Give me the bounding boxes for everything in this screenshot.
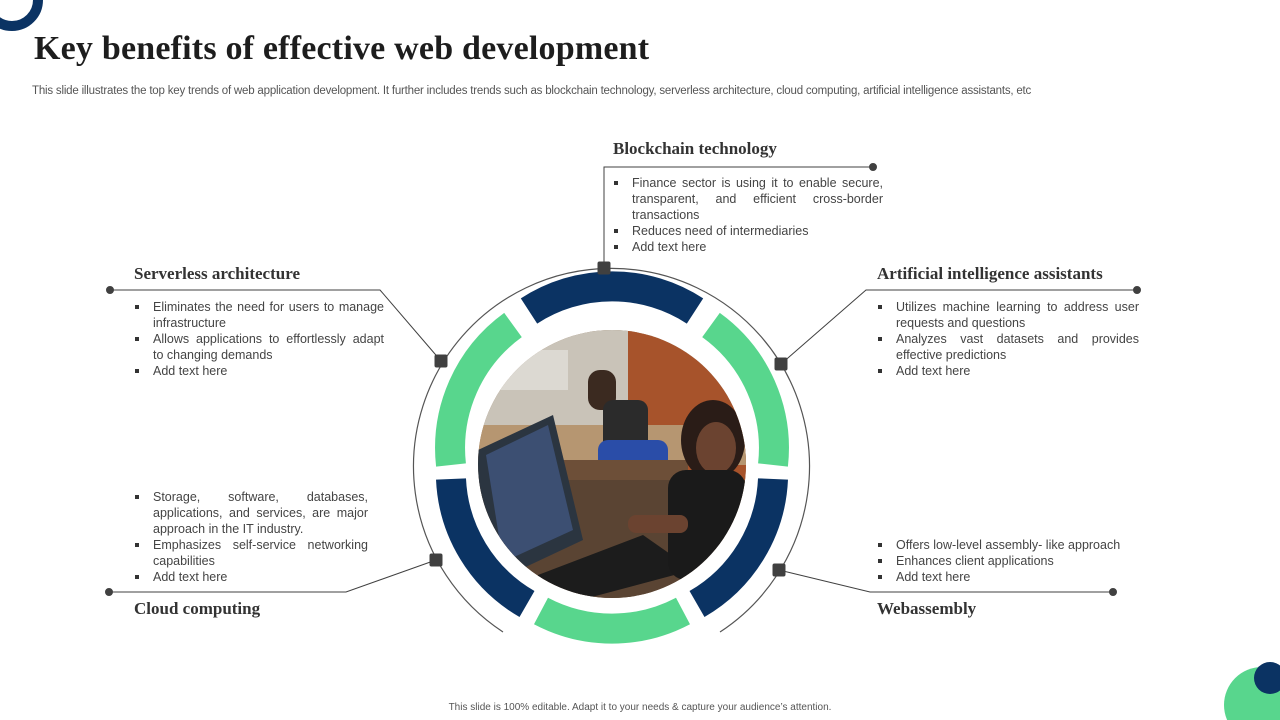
list-item: Finance sector is using it to enable sec…	[613, 175, 883, 223]
list-item: Add text here	[877, 363, 1139, 379]
heading-wasm: Webassembly	[877, 599, 977, 618]
connector-cloud	[105, 553, 443, 596]
connector-node	[429, 553, 443, 567]
footer-note: This slide is 100% editable. Adapt it to…	[448, 702, 832, 713]
list-item: Enhances client applications	[877, 553, 1139, 569]
page-title: Key benefits of effective web developmen…	[34, 30, 650, 67]
connector-node	[774, 357, 788, 371]
list-wasm: Offers low-level assembly- like approach…	[877, 537, 1139, 585]
people-at-laptops-photo	[478, 330, 746, 598]
list-item: Allows applications to effortlessly adap…	[134, 331, 384, 363]
heading-blockchain: Blockchain technology	[613, 139, 777, 158]
list-item: Eliminates the need for users to manage …	[134, 299, 384, 331]
list-item: Add text here	[613, 239, 883, 255]
connector-dot	[1109, 588, 1117, 596]
connector-node	[434, 354, 448, 368]
list-serverless: Eliminates the need for users to manage …	[134, 299, 384, 379]
segment-ring	[435, 271, 789, 644]
connector-dot	[869, 163, 877, 171]
ring-segment-lower-right	[689, 477, 788, 617]
list-item: Reduces need of intermediaries	[613, 223, 883, 239]
list-ai: Utilizes machine learning to address use…	[877, 299, 1139, 379]
connector-serverless	[106, 286, 448, 368]
connector-dot	[1133, 286, 1141, 294]
list-item: Utilizes machine learning to address use…	[877, 299, 1139, 331]
ring-segment-bottom	[533, 597, 691, 644]
list-item: Add text here	[134, 569, 368, 585]
ring-segment-upper-left	[435, 312, 523, 467]
ring-segment-top	[520, 271, 704, 324]
connector-wasm	[772, 563, 1117, 596]
ring-segment-upper-right	[701, 312, 789, 467]
page-subtitle: This slide illustrates the top key trend…	[32, 85, 1032, 97]
corner-decoration-navy	[1254, 662, 1280, 694]
connector-node	[597, 261, 611, 275]
list-item: Storage, software, databases, applicatio…	[134, 489, 368, 537]
connector-dot	[106, 286, 114, 294]
list-cloud: Storage, software, databases, applicatio…	[134, 489, 368, 585]
heading-serverless: Serverless architecture	[134, 264, 300, 283]
outer-ring	[412, 267, 811, 633]
list-blockchain: Finance sector is using it to enable sec…	[613, 175, 883, 255]
ring-segment-lower-left	[436, 477, 535, 617]
list-item: Emphasizes self-service networking capab…	[134, 537, 368, 569]
connector-dot	[105, 588, 113, 596]
connector-node	[772, 563, 786, 577]
heading-ai: Artificial intelligence assistants	[877, 264, 1103, 283]
list-item: Add text here	[877, 569, 1139, 585]
list-item: Offers low-level assembly- like approach	[877, 537, 1139, 553]
connector-ai	[774, 286, 1141, 371]
list-item: Add text here	[134, 363, 384, 379]
corner-decoration-top-left	[0, 0, 43, 31]
connector-blockchain	[597, 163, 877, 275]
list-item: Analyzes vast datasets and provides effe…	[877, 331, 1139, 363]
heading-cloud: Cloud computing	[134, 599, 261, 618]
